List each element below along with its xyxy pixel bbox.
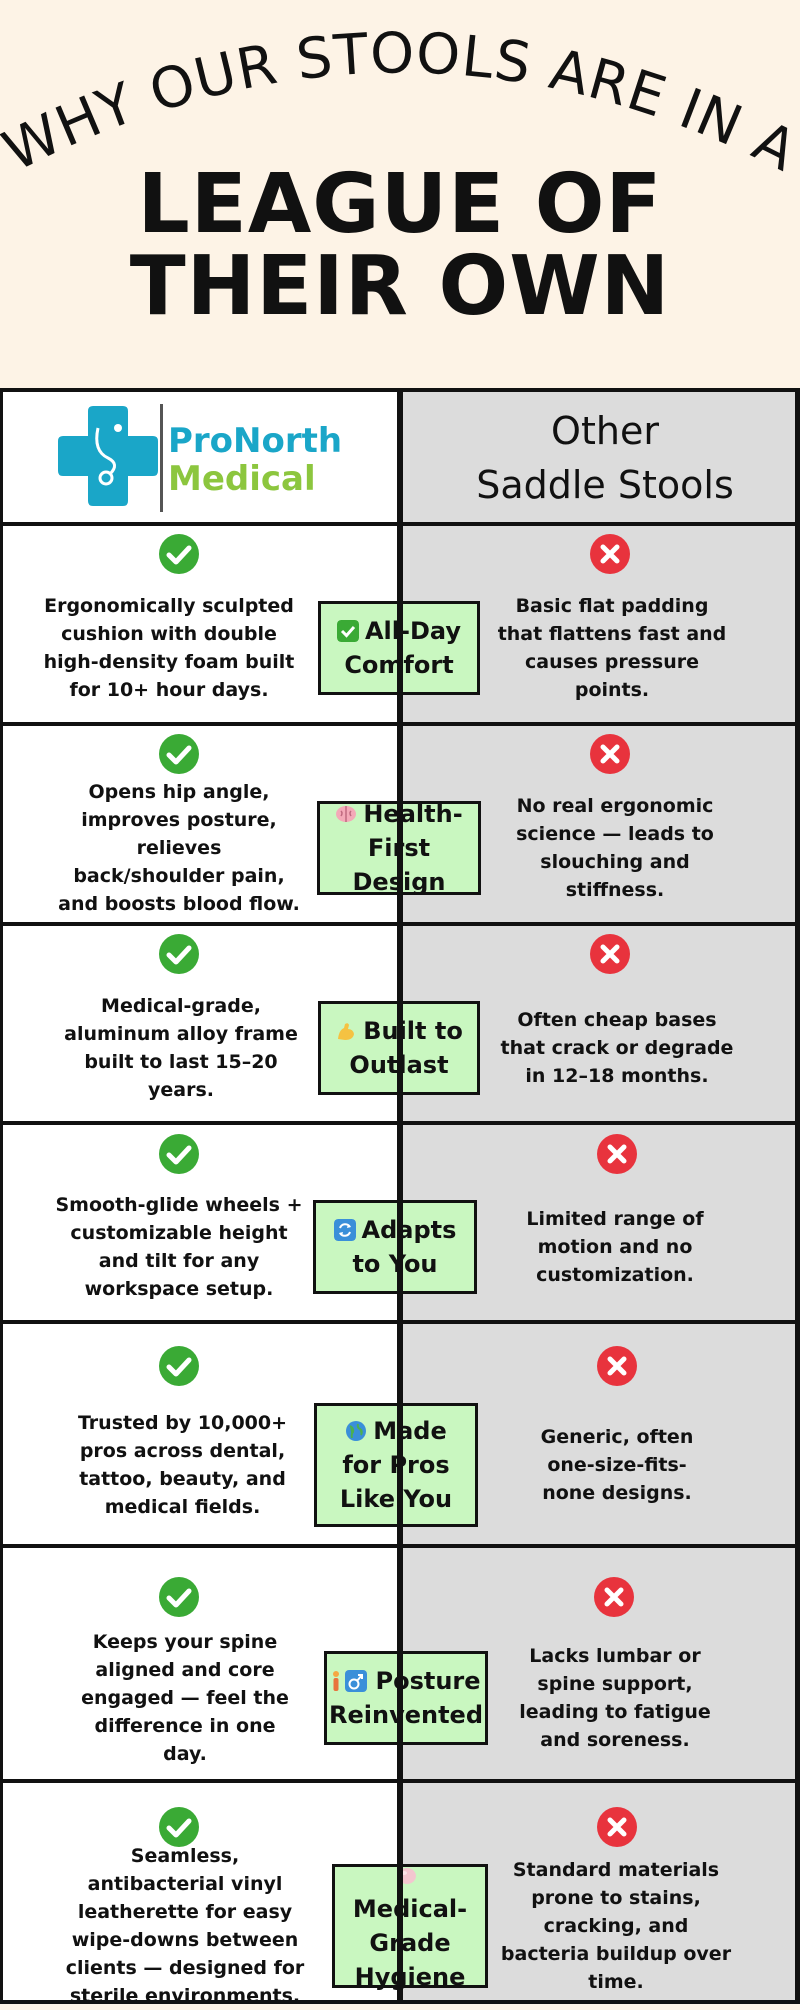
- check-icon: [159, 1134, 199, 1174]
- table-left-border: [0, 392, 3, 2000]
- column-divider: [397, 392, 403, 2000]
- refresh-arrows-icon: [333, 1216, 362, 1244]
- badge-label: Built to Outlast: [349, 1016, 463, 1079]
- other-feature-text: Basic flat padding that flattens fast an…: [497, 595, 727, 701]
- other-header-line2: Saddle Stools: [476, 463, 734, 507]
- badge-content: Medical-Grade Hygiene: [341, 1858, 479, 1994]
- comparison-row: Keeps your spine aligned and core engage…: [0, 1544, 800, 1779]
- x-icon: [590, 934, 630, 974]
- title-line-1: LEAGUE OF: [137, 157, 663, 252]
- globe-icon: [345, 1417, 373, 1445]
- column-headers: ProNorth Medical Other Saddle Stools: [0, 392, 800, 522]
- pronorth-feature-text: Opens hip angle, improves posture, relie…: [58, 781, 300, 915]
- brain-icon: [335, 800, 363, 828]
- check-icon: [159, 934, 199, 974]
- x-icon: [597, 1346, 637, 1386]
- flexed-arm-icon: [335, 1017, 363, 1045]
- badge-label: Health-First Design: [353, 800, 463, 896]
- feature-badge: Adapts to You: [313, 1200, 477, 1294]
- check-box-icon: [336, 617, 365, 645]
- other-feature-text: No real ergonomic science — leads to slo…: [516, 795, 714, 901]
- feature-badge: Medical-Grade Hygiene: [332, 1863, 488, 1991]
- x-icon: [594, 1577, 634, 1617]
- comparison-row: Medical-grade, aluminum alloy frame buil…: [0, 922, 800, 1121]
- badge-content: Health-First Design: [326, 797, 472, 899]
- badge-content: Adapts to You: [322, 1213, 468, 1281]
- badge-content: Made for Pros Like You: [323, 1414, 469, 1516]
- comparison-row: Smooth-glide wheels + customizable heigh…: [0, 1121, 800, 1320]
- other-feature-text: Generic, often one-size-fits-none design…: [540, 1426, 694, 1504]
- check-icon: [159, 1807, 199, 1847]
- check-icon: [159, 734, 199, 774]
- pronorth-feature-text: Trusted by 10,000+ pros across dental, t…: [77, 1412, 288, 1518]
- table-right-border: [795, 392, 800, 2000]
- check-icon: [159, 1577, 199, 1617]
- x-icon: [590, 734, 630, 774]
- other-feature-text: Lacks lumbar or spine support, leading t…: [519, 1645, 711, 1751]
- comparison-table: ProNorth Medical Other Saddle Stools Erg…: [0, 388, 800, 2007]
- badge-label: Adapts to You: [352, 1216, 457, 1278]
- x-icon: [597, 1134, 637, 1174]
- x-icon: [597, 1807, 637, 1847]
- pronorth-feature-text: Ergonomically sculpted cushion with doub…: [43, 595, 295, 701]
- x-icon: [590, 534, 630, 574]
- person-standing-male-icon: [331, 1667, 375, 1695]
- arc-title: WHY OUR STOOLS ARE IN A: [0, 21, 800, 184]
- title-line-2: THEIR OWN: [129, 239, 671, 334]
- brand-name-medical: Medical: [168, 459, 316, 499]
- other-feature-text: Often cheap bases that crack or degrade …: [500, 1008, 734, 1087]
- other-feature-text: Limited range of motion and no customiza…: [526, 1208, 704, 1286]
- brand-name-pronorth: ProNorth: [168, 421, 343, 461]
- pronorth-feature-text: Seamless, antibacterial vinyl leatherett…: [65, 1844, 305, 2007]
- comparison-row: Trusted by 10,000+ pros across dental, t…: [0, 1320, 800, 1544]
- badge-label: Made for Pros Like You: [339, 1417, 453, 1513]
- other-feature-text: Standard materials prone to stains, crac…: [500, 1858, 732, 1993]
- medical-cross-logo-icon: [58, 406, 158, 506]
- check-icon: [159, 1346, 199, 1386]
- badge-label: Posture Reinvented: [329, 1667, 484, 1729]
- badge-label: Medical-Grade Hygiene: [352, 1894, 468, 1991]
- logo-divider: [160, 404, 163, 512]
- pronorth-feature-text: Smooth-glide wheels + customizable heigh…: [55, 1194, 303, 1300]
- header: WHY OUR STOOLS ARE IN A LEAGUE OF THEIR …: [0, 0, 800, 388]
- other-header-line1: Other: [551, 409, 659, 453]
- check-icon: [159, 534, 199, 574]
- feature-badge: Made for Pros Like You: [314, 1403, 478, 1527]
- pronorth-feature-text: Medical-grade, aluminum alloy frame buil…: [64, 994, 298, 1101]
- feature-badge: Posture Reinvented: [324, 1651, 488, 1745]
- bottom-border: [0, 2000, 800, 2004]
- pronorth-feature-text: Keeps your spine aligned and core engage…: [81, 1631, 289, 1765]
- badge-content: Posture Reinvented: [329, 1664, 483, 1732]
